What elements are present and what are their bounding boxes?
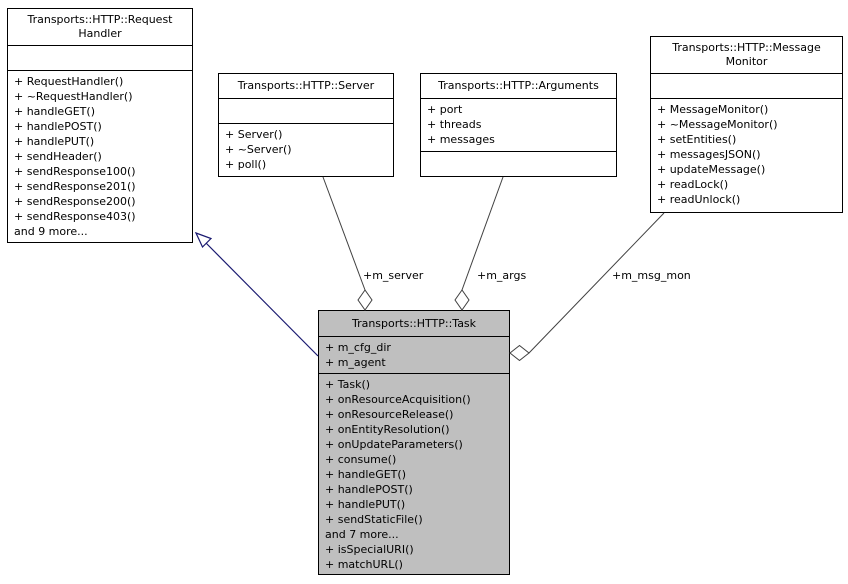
class-title: Transports::HTTP::Arguments xyxy=(421,74,616,99)
member-item: + ~MessageMonitor() xyxy=(657,118,778,131)
member-item: + handleGET() xyxy=(325,468,406,481)
class-node-message-monitor[interactable]: Transports::HTTP::Message Monitor + Mess… xyxy=(650,36,843,213)
member-item: + messages xyxy=(427,133,495,146)
class-node-request-handler[interactable]: Transports::HTTP::Request Handler + Requ… xyxy=(7,8,193,243)
class-methods: + MessageMonitor() + ~MessageMonitor() + s… xyxy=(651,99,842,212)
member-item: + updateMessage() xyxy=(657,163,766,176)
member-item: + handlePOST() xyxy=(325,483,413,496)
member-item: + onResourceRelease() xyxy=(325,408,454,421)
member-item: + consume() xyxy=(325,453,397,466)
class-title: Transports::HTTP::Request Handler xyxy=(8,9,192,46)
inheritance-arrowhead-icon xyxy=(194,231,213,249)
member-item: + MessageMonitor() xyxy=(657,103,769,116)
aggregation-diamond-m-args-icon xyxy=(454,289,470,311)
member-item: + onUpdateParameters() xyxy=(325,438,463,451)
member-item: and 7 more... xyxy=(325,528,399,541)
member-item: + onEntityResolution() xyxy=(325,423,450,436)
class-attributes xyxy=(8,46,192,71)
member-item: + sendHeader() xyxy=(14,150,102,163)
member-item: + readLock() xyxy=(657,178,729,191)
member-item: + ~RequestHandler() xyxy=(14,90,133,103)
edge-label-m-server: +m_server xyxy=(363,269,424,282)
member-item: + sendStaticFile() xyxy=(325,513,423,526)
class-attributes xyxy=(219,99,393,124)
member-item: + isSpecialURI() xyxy=(325,543,414,556)
member-item: + handlePUT() xyxy=(14,135,95,148)
aggregation-edge-m-server xyxy=(322,176,366,291)
member-item: + handleGET() xyxy=(14,105,95,118)
class-title: Transports::HTTP::Message Monitor xyxy=(651,37,842,74)
member-item: + handlePUT() xyxy=(325,498,406,511)
class-methods: + Task() + onResourceAcquisition() + onRes… xyxy=(319,374,509,574)
member-item: + sendResponse201() xyxy=(14,180,136,193)
member-item: + matchURL() xyxy=(325,558,403,571)
member-item: + handlePOST() xyxy=(14,120,102,133)
class-attributes: + m_cfg_dir + m_agent xyxy=(319,337,509,374)
member-item: + Server() xyxy=(225,128,283,141)
class-methods: + RequestHandler() + ~RequestHandler() + h… xyxy=(8,71,192,242)
class-title: Transports::HTTP::Server xyxy=(219,74,393,99)
member-item: + onResourceAcquisition() xyxy=(325,393,471,406)
class-attributes xyxy=(651,74,842,99)
member-item: and 9 more... xyxy=(14,225,88,238)
member-item: + sendResponse403() xyxy=(14,210,136,223)
member-item: + port xyxy=(427,103,463,116)
member-item: + RequestHandler() xyxy=(14,75,124,88)
class-attributes: + port + threads + messages xyxy=(421,99,616,152)
inheritance-edge-task-requesthandler xyxy=(205,242,319,357)
class-methods xyxy=(421,152,616,176)
aggregation-edge-m-msg-mon xyxy=(528,212,665,354)
member-item: + m_agent xyxy=(325,356,386,369)
member-item: + readUnlock() xyxy=(657,193,741,206)
member-item: + messagesJSON() xyxy=(657,148,761,161)
edge-label-m-args: +m_args xyxy=(477,269,527,282)
member-item: + threads xyxy=(427,118,482,131)
class-title: Transports::HTTP::Task xyxy=(319,311,509,337)
member-item: + m_cfg_dir xyxy=(325,341,391,354)
member-item: + Task() xyxy=(325,378,371,391)
member-item: + setEntities() xyxy=(657,133,737,146)
class-methods: + Server() + ~Server() + poll() xyxy=(219,124,393,176)
aggregation-diamond-m-server-icon xyxy=(357,289,373,311)
class-node-task[interactable]: Transports::HTTP::Task + m_cfg_dir+ m_ag… xyxy=(318,310,510,575)
member-item: + sendResponse100() xyxy=(14,165,136,178)
member-item: + sendResponse200() xyxy=(14,195,136,208)
member-item: + poll() xyxy=(225,158,267,171)
class-node-server[interactable]: Transports::HTTP::Server + Server()+ ~Se… xyxy=(218,73,394,177)
aggregation-diamond-m-msg-mon-icon xyxy=(509,344,530,362)
edge-label-m-msg-mon: +m_msg_mon xyxy=(612,269,691,282)
class-node-arguments[interactable]: Transports::HTTP::Arguments + port+ thre… xyxy=(420,73,617,177)
member-item: + ~Server() xyxy=(225,143,292,156)
